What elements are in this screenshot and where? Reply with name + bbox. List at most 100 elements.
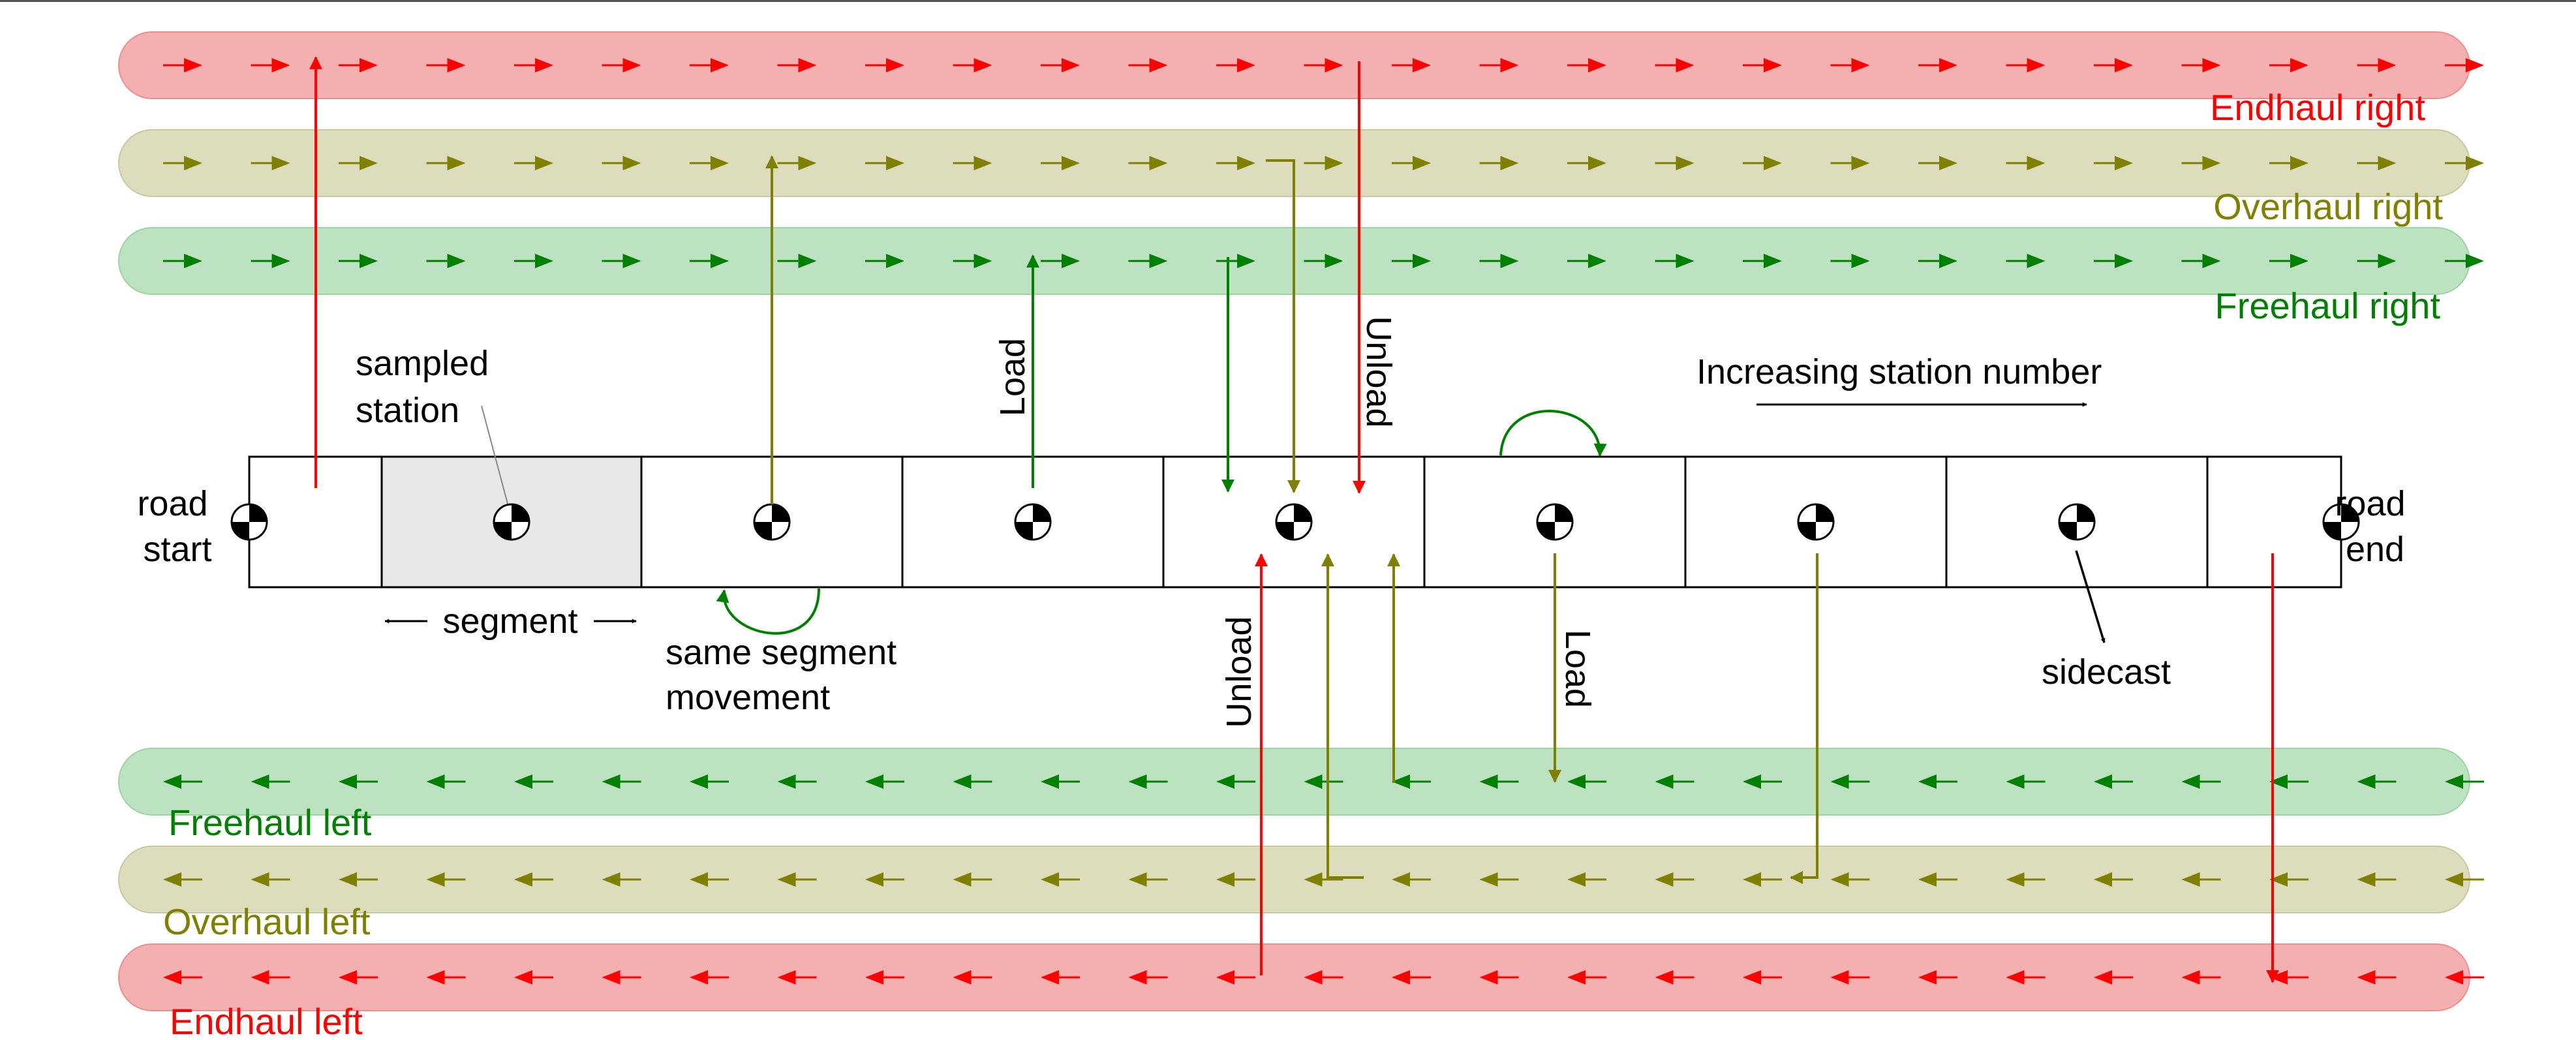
flow-arrow-icon bbox=[2378, 156, 2397, 170]
flow-arrow-icon bbox=[184, 254, 202, 268]
flow-arrow-icon bbox=[1500, 156, 1519, 170]
sidecast-label: sidecast bbox=[2042, 652, 2171, 692]
overhaul-right-drop-arrow bbox=[1266, 159, 1300, 493]
flow-arrow-icon bbox=[1325, 58, 1343, 72]
lane-label-endhaul-left: Endhaul left bbox=[170, 1001, 363, 1040]
flow-arrow-icon bbox=[2115, 156, 2133, 170]
same-segment-curve-arrow bbox=[1499, 410, 1607, 457]
station-marker-icon bbox=[1536, 503, 1574, 541]
flow-arrow-icon bbox=[1500, 254, 1519, 268]
flow-arrow-icon bbox=[1851, 254, 1870, 268]
flow-arrow-icon bbox=[2290, 254, 2308, 268]
flow-arrow-icon bbox=[886, 254, 904, 268]
flow-arrow-icon bbox=[974, 254, 992, 268]
lane-endhaul-right bbox=[118, 31, 2484, 99]
flow-arrow-icon bbox=[1764, 58, 1782, 72]
flow-arrow-icon bbox=[1237, 58, 1255, 72]
unload-label-lower: Unload bbox=[1219, 616, 1259, 727]
flow-arrow-icon bbox=[1743, 774, 1761, 789]
station-marker-icon bbox=[230, 503, 268, 541]
flow-arrow-icon bbox=[798, 58, 817, 72]
flow-arrow-icon bbox=[447, 58, 466, 72]
same-segment-curve-arrow bbox=[716, 588, 820, 635]
flow-arrow-icon bbox=[1216, 774, 1234, 789]
flow-arrow-icon bbox=[622, 58, 641, 72]
flow-arrow-icon bbox=[2094, 774, 2112, 789]
flow-arrow-icon bbox=[535, 58, 553, 72]
flow-arrow-icon bbox=[1304, 774, 1323, 789]
flow-arrow-icon bbox=[2181, 970, 2200, 985]
increasing-station-label: Increasing station number bbox=[1696, 352, 2102, 391]
flow-arrow-icon bbox=[2006, 872, 2025, 887]
flow-arrow-icon bbox=[886, 58, 904, 72]
flow-arrow-icon bbox=[251, 872, 269, 887]
flow-arrow-icon bbox=[1743, 872, 1761, 887]
flow-arrow-icon bbox=[1676, 58, 1694, 72]
lane-overhaul-right bbox=[118, 129, 2484, 197]
flow-arrow-icon bbox=[1392, 774, 1410, 789]
flow-arrow-icon bbox=[1939, 58, 1957, 72]
flow-arrow-icon bbox=[1304, 872, 1323, 887]
flow-arrow-icon bbox=[514, 970, 532, 985]
flow-arrow-icon bbox=[2202, 156, 2221, 170]
flow-arrow-icon bbox=[690, 970, 708, 985]
flow-arrow-icon bbox=[1851, 156, 1870, 170]
flow-arrow-icon bbox=[622, 156, 641, 170]
movement-arrows bbox=[309, 56, 2279, 983]
flow-arrow-icon bbox=[1041, 774, 1059, 789]
flow-arrow-icon bbox=[2357, 774, 2376, 789]
flow-arrow-icon bbox=[1237, 254, 1255, 268]
flow-arrow-icon bbox=[690, 774, 708, 789]
flow-arrow-icon bbox=[1830, 970, 1849, 985]
flow-arrow-icon bbox=[1149, 156, 1168, 170]
flow-arrow-icon bbox=[953, 774, 972, 789]
flow-arrow-icon bbox=[2357, 970, 2376, 985]
road bbox=[230, 455, 2360, 589]
flow-arrow-icon bbox=[622, 254, 641, 268]
flow-arrow-icon bbox=[1304, 970, 1323, 985]
flow-arrow-icon bbox=[163, 970, 181, 985]
flow-arrow-icon bbox=[711, 156, 729, 170]
flow-arrow-icon bbox=[1413, 156, 1431, 170]
flow-arrow-icon bbox=[447, 254, 466, 268]
unload-label-upper: Unload bbox=[1359, 316, 1398, 427]
flow-arrow-icon bbox=[339, 872, 357, 887]
flow-arrow-icon bbox=[1325, 156, 1343, 170]
flow-arrow-icon bbox=[602, 970, 621, 985]
flow-arrow-icon bbox=[1149, 58, 1168, 72]
flow-arrow-icon bbox=[2445, 774, 2463, 789]
sampled-station-leader bbox=[481, 405, 508, 504]
flow-arrow-icon bbox=[447, 156, 466, 170]
flow-arrow-icon bbox=[1743, 970, 1761, 985]
flow-arrow-icon bbox=[2466, 156, 2484, 170]
flow-arrow-icon bbox=[2269, 872, 2288, 887]
flow-arrow-icon bbox=[1392, 970, 1410, 985]
segment-label: segment bbox=[442, 602, 577, 641]
flow-arrow-icon bbox=[1588, 254, 1606, 268]
flow-arrow-icon bbox=[777, 970, 796, 985]
sidecast-arrow bbox=[2075, 550, 2106, 643]
flow-arrow-icon bbox=[163, 872, 181, 887]
flow-arrow-icon bbox=[2378, 58, 2397, 72]
flow-arrow-icon bbox=[1325, 254, 1343, 268]
flow-arrow-icon bbox=[1939, 254, 1957, 268]
flow-arrow-icon bbox=[1149, 254, 1168, 268]
flow-arrow-icon bbox=[1413, 254, 1431, 268]
lane-label-overhaul-right: Overhaul right bbox=[2213, 186, 2443, 227]
flow-arrow-icon bbox=[711, 58, 729, 72]
station-marker-icon bbox=[1275, 503, 1313, 541]
flow-arrow-icon bbox=[1479, 970, 1498, 985]
flow-arrow-icon bbox=[2445, 872, 2463, 887]
flow-arrow-icon bbox=[1764, 156, 1782, 170]
station-marker-icon bbox=[2322, 503, 2360, 541]
flow-arrow-icon bbox=[1500, 58, 1519, 72]
flow-arrow-icon bbox=[1939, 156, 1957, 170]
flow-arrow-icon bbox=[886, 156, 904, 170]
lane-freehaul-left bbox=[118, 748, 2484, 816]
road-start-label: road start bbox=[137, 484, 217, 569]
flow-arrow-icon bbox=[602, 774, 621, 789]
flow-arrow-icon bbox=[360, 156, 378, 170]
flow-arrow-icon bbox=[1041, 970, 1059, 985]
flow-arrow-icon bbox=[1128, 970, 1147, 985]
